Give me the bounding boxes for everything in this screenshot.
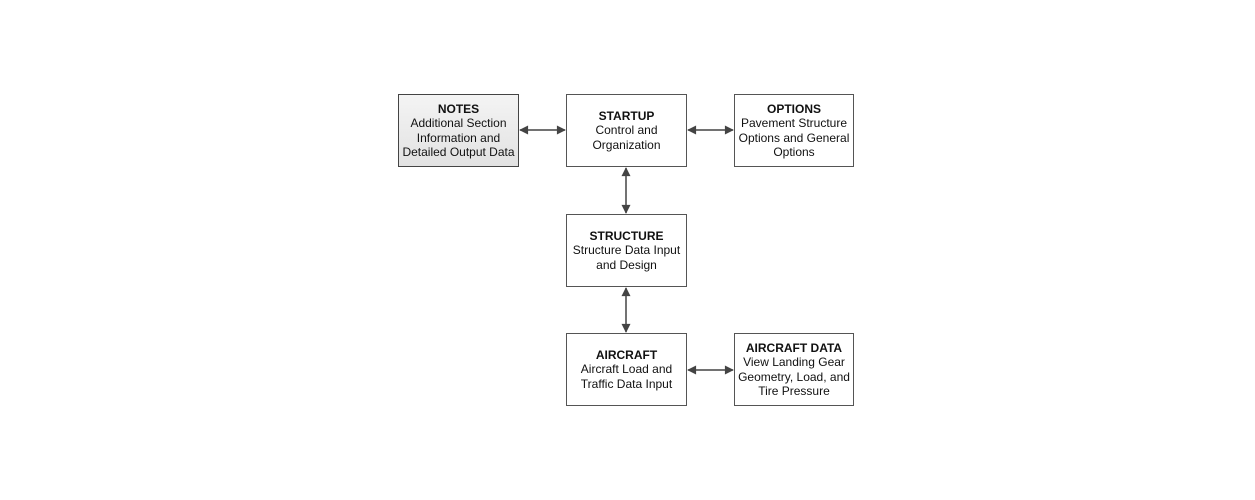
options-description: Pavement Structure Options and General O…: [738, 116, 850, 159]
startup-description: Control and Organization: [592, 123, 661, 152]
options-title: OPTIONS: [766, 101, 821, 116]
structure-title: STRUCTURE: [589, 228, 664, 243]
aircraft-data-title: AIRCRAFT DATA: [745, 340, 843, 355]
startup-box: STARTUP Control and Organization: [566, 94, 687, 167]
aircraft-description: Aircraft Load and Traffic Data Input: [580, 362, 673, 391]
aircraft-data-description: View Landing Gear Geometry, Load, and Ti…: [738, 355, 850, 398]
aircraft-data-box: AIRCRAFT DATA View Landing Gear Geometry…: [734, 333, 854, 406]
structure-description: Structure Data Input and Design: [572, 243, 681, 272]
notes-box: NOTES Additional Section Information and…: [398, 94, 519, 167]
aircraft-box: AIRCRAFT Aircraft Load and Traffic Data …: [566, 333, 687, 406]
options-box: OPTIONS Pavement Structure Options and G…: [734, 94, 854, 167]
notes-description: Additional Section Information and Detai…: [402, 116, 515, 159]
structure-box: STRUCTURE Structure Data Input and Desig…: [566, 214, 687, 287]
startup-title: STARTUP: [598, 108, 655, 123]
notes-title: NOTES: [437, 101, 480, 116]
aircraft-title: AIRCRAFT: [595, 347, 658, 362]
